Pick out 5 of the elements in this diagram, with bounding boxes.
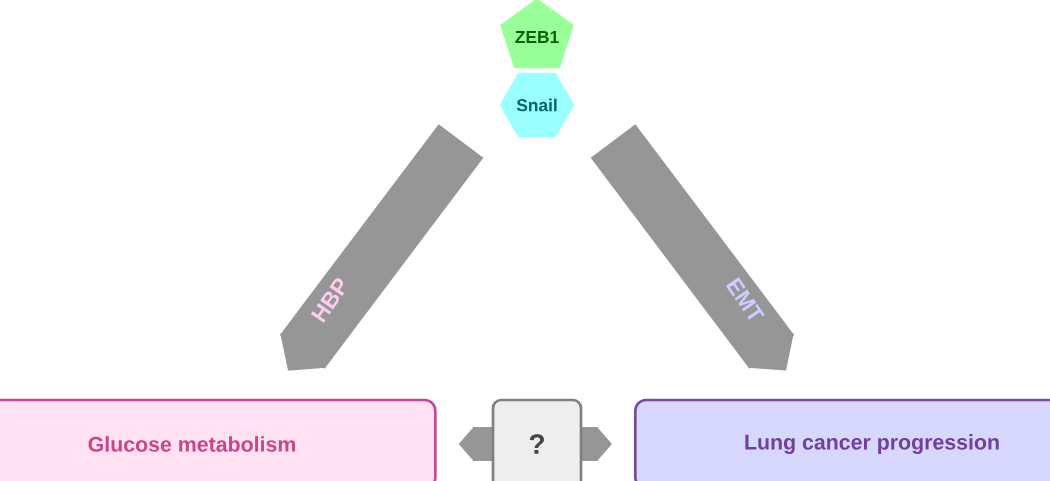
process-box: Lung cancer progression <box>634 398 1050 481</box>
process-box: Glucose metabolism <box>0 398 437 481</box>
pentagon-node: ZEB1 <box>500 0 574 69</box>
edge-label: ? <box>491 398 583 481</box>
hexagon-node: Snail <box>499 72 575 138</box>
